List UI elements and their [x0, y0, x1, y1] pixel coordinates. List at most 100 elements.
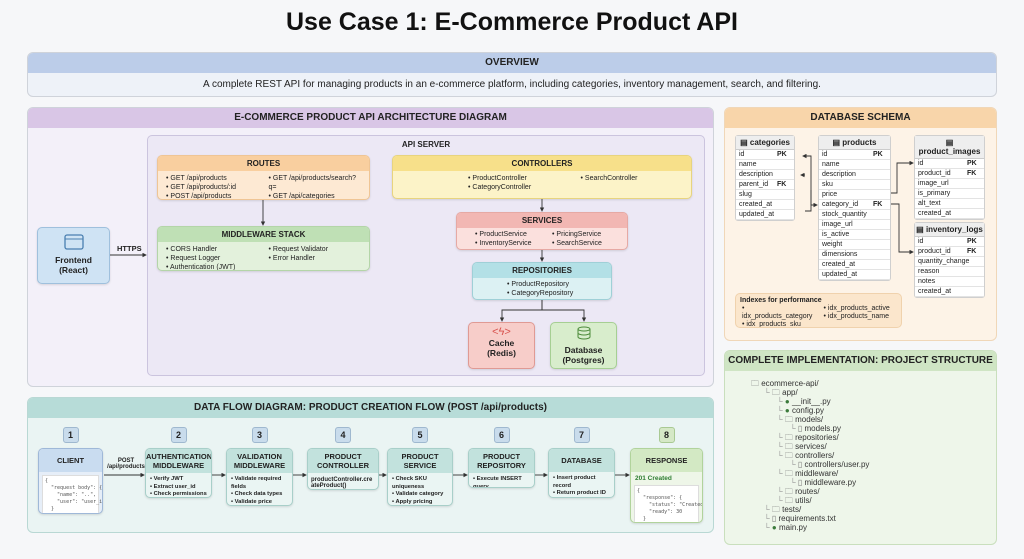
- field-name: updated_at: [739, 211, 775, 218]
- step-number: 8: [658, 427, 675, 443]
- list-item: Check SKU uniqueness: [392, 476, 448, 491]
- list-item: CORS Handler: [166, 245, 259, 254]
- step-items: Insert product recordReturn product IDLo…: [549, 472, 614, 499]
- table-icon: ▤: [945, 138, 954, 147]
- list-item: Verify JWT: [150, 476, 207, 484]
- field-key: [777, 210, 791, 219]
- list-item: Authentication (JWT): [166, 263, 259, 270]
- field-name: image_url: [918, 180, 949, 187]
- field-name: reason: [918, 268, 940, 275]
- list-item: idx_products_active: [824, 305, 896, 313]
- list-item: GET /api/products/search?q=: [269, 174, 362, 192]
- tree-item[interactable]: └ 🗀 app/: [751, 388, 996, 397]
- folder-icon: 🗀: [784, 442, 796, 451]
- list-item: GET /api/products/:id: [166, 183, 259, 192]
- overview-text: A complete REST API for managing product…: [203, 79, 821, 90]
- table-icon: ▤: [916, 225, 926, 234]
- step-number: 5: [412, 427, 428, 443]
- tree-item[interactable]: └ ● __init__.py: [751, 397, 996, 406]
- field-key: [873, 160, 887, 169]
- step-number: 7: [573, 427, 590, 443]
- tree-item[interactable]: └ ▯ requirements.txt: [751, 514, 996, 523]
- field-key: [873, 180, 887, 189]
- routes-box: ROUTES GET /api/productsGET /api/product…: [157, 155, 370, 200]
- middleware-box: MIDDLEWARE STACK CORS HandlerRequest Log…: [157, 226, 370, 271]
- file-icon: ▯: [797, 478, 805, 487]
- folder-icon: 🗀: [784, 451, 796, 460]
- file-icon: ▯: [771, 514, 779, 523]
- tree-item[interactable]: └ ● config.py: [751, 406, 996, 415]
- step-database: DATABASEInsert product recordReturn prod…: [548, 448, 615, 498]
- field-name: sku: [822, 181, 833, 188]
- tree-item[interactable]: └ 🗀 services/: [751, 442, 996, 451]
- tree-item-name: tests/: [782, 505, 802, 514]
- table-icon: ▤: [740, 138, 750, 147]
- folder-icon: 🗀: [784, 496, 796, 505]
- table-row: reason: [915, 267, 984, 277]
- tree-item[interactable]: └ 🗀 routes/: [751, 487, 996, 496]
- python-file-icon: ●: [784, 406, 792, 415]
- table-row: updated_at: [819, 270, 890, 280]
- field-key: [873, 220, 887, 229]
- step-product-service: PRODUCT SERVICECheck SKU uniquenessValid…: [387, 448, 453, 506]
- list-item: CategoryController: [468, 183, 571, 192]
- folder-icon: 🗀: [784, 415, 796, 424]
- field-name: parent_id: [739, 181, 769, 188]
- table-header: ▤ products: [819, 136, 890, 150]
- tree-branch: └: [764, 505, 772, 514]
- list-item: SearchService: [552, 239, 619, 248]
- status-badge: 201 Created: [635, 475, 672, 482]
- step-number: 6: [493, 427, 510, 443]
- folder-icon: 🗀: [784, 487, 796, 496]
- tree-item[interactable]: └ 🗀 middleware/: [751, 469, 996, 478]
- field-key: FK: [967, 248, 977, 255]
- tree-item[interactable]: └ ▯ middleware.py: [751, 478, 996, 487]
- field-key: [873, 210, 887, 219]
- field-key: [873, 230, 887, 239]
- field-key: [777, 200, 791, 209]
- code-block: { "request body": { "name": "..", "user"…: [42, 475, 102, 513]
- list-item: Log inventory: [553, 498, 610, 499]
- list-item: InventoryService: [475, 239, 542, 248]
- list-item: Request Logger: [166, 254, 259, 263]
- tree-item[interactable]: 🗀 ecommerce-api/: [751, 379, 996, 388]
- tree-item[interactable]: └ 🗀 tests/: [751, 505, 996, 514]
- database-icon: [577, 326, 590, 340]
- api-server-label: API SERVER: [401, 140, 451, 149]
- field-name: dimensions: [822, 251, 858, 258]
- tree-item[interactable]: └ ● main.py: [751, 523, 996, 532]
- table-row: created_at: [915, 209, 984, 219]
- tree-item-name: ecommerce-api/: [761, 379, 819, 388]
- field-key: [967, 189, 981, 198]
- step-title: PRODUCT CONTROLLER: [308, 449, 378, 473]
- services-list: ProductServiceInventoryServicePricingSer…: [457, 228, 627, 249]
- tree-item[interactable]: └ ▯ models.py: [751, 424, 996, 433]
- controllers-title: CONTROLLERS: [393, 156, 691, 171]
- lightning-code-icon: <ϟ>: [492, 326, 511, 338]
- folder-icon: 🗀: [784, 469, 796, 478]
- tree-item[interactable]: └ 🗀 repositories/: [751, 433, 996, 442]
- tree-item[interactable]: └ 🗀 controllers/: [751, 451, 996, 460]
- tree-branch: └: [777, 487, 785, 496]
- tree-item[interactable]: └ 🗀 models/: [751, 415, 996, 424]
- dataflow-header: DATA FLOW DIAGRAM: PRODUCT CREATION FLOW…: [28, 398, 713, 418]
- field-key: [777, 190, 791, 199]
- field-name: price: [822, 191, 838, 198]
- tree-item[interactable]: └ 🗀 utils/: [751, 496, 996, 505]
- field-key: PK: [777, 151, 787, 158]
- frontend-sub: (React): [59, 265, 88, 275]
- field-key: [873, 190, 887, 199]
- tree-item-name: middleware.py: [804, 478, 857, 487]
- table-name: inventory_logs: [925, 225, 983, 234]
- list-item: POST /api/products: [166, 192, 259, 199]
- tree-branch: └: [777, 442, 785, 451]
- list-item: Request Validator: [269, 245, 362, 254]
- tree-item-name: controllers/: [795, 451, 835, 460]
- tree-item[interactable]: └ ▯ controllers/user.py: [751, 460, 996, 469]
- routes-list: GET /api/productsGET /api/products/:idPO…: [158, 171, 369, 199]
